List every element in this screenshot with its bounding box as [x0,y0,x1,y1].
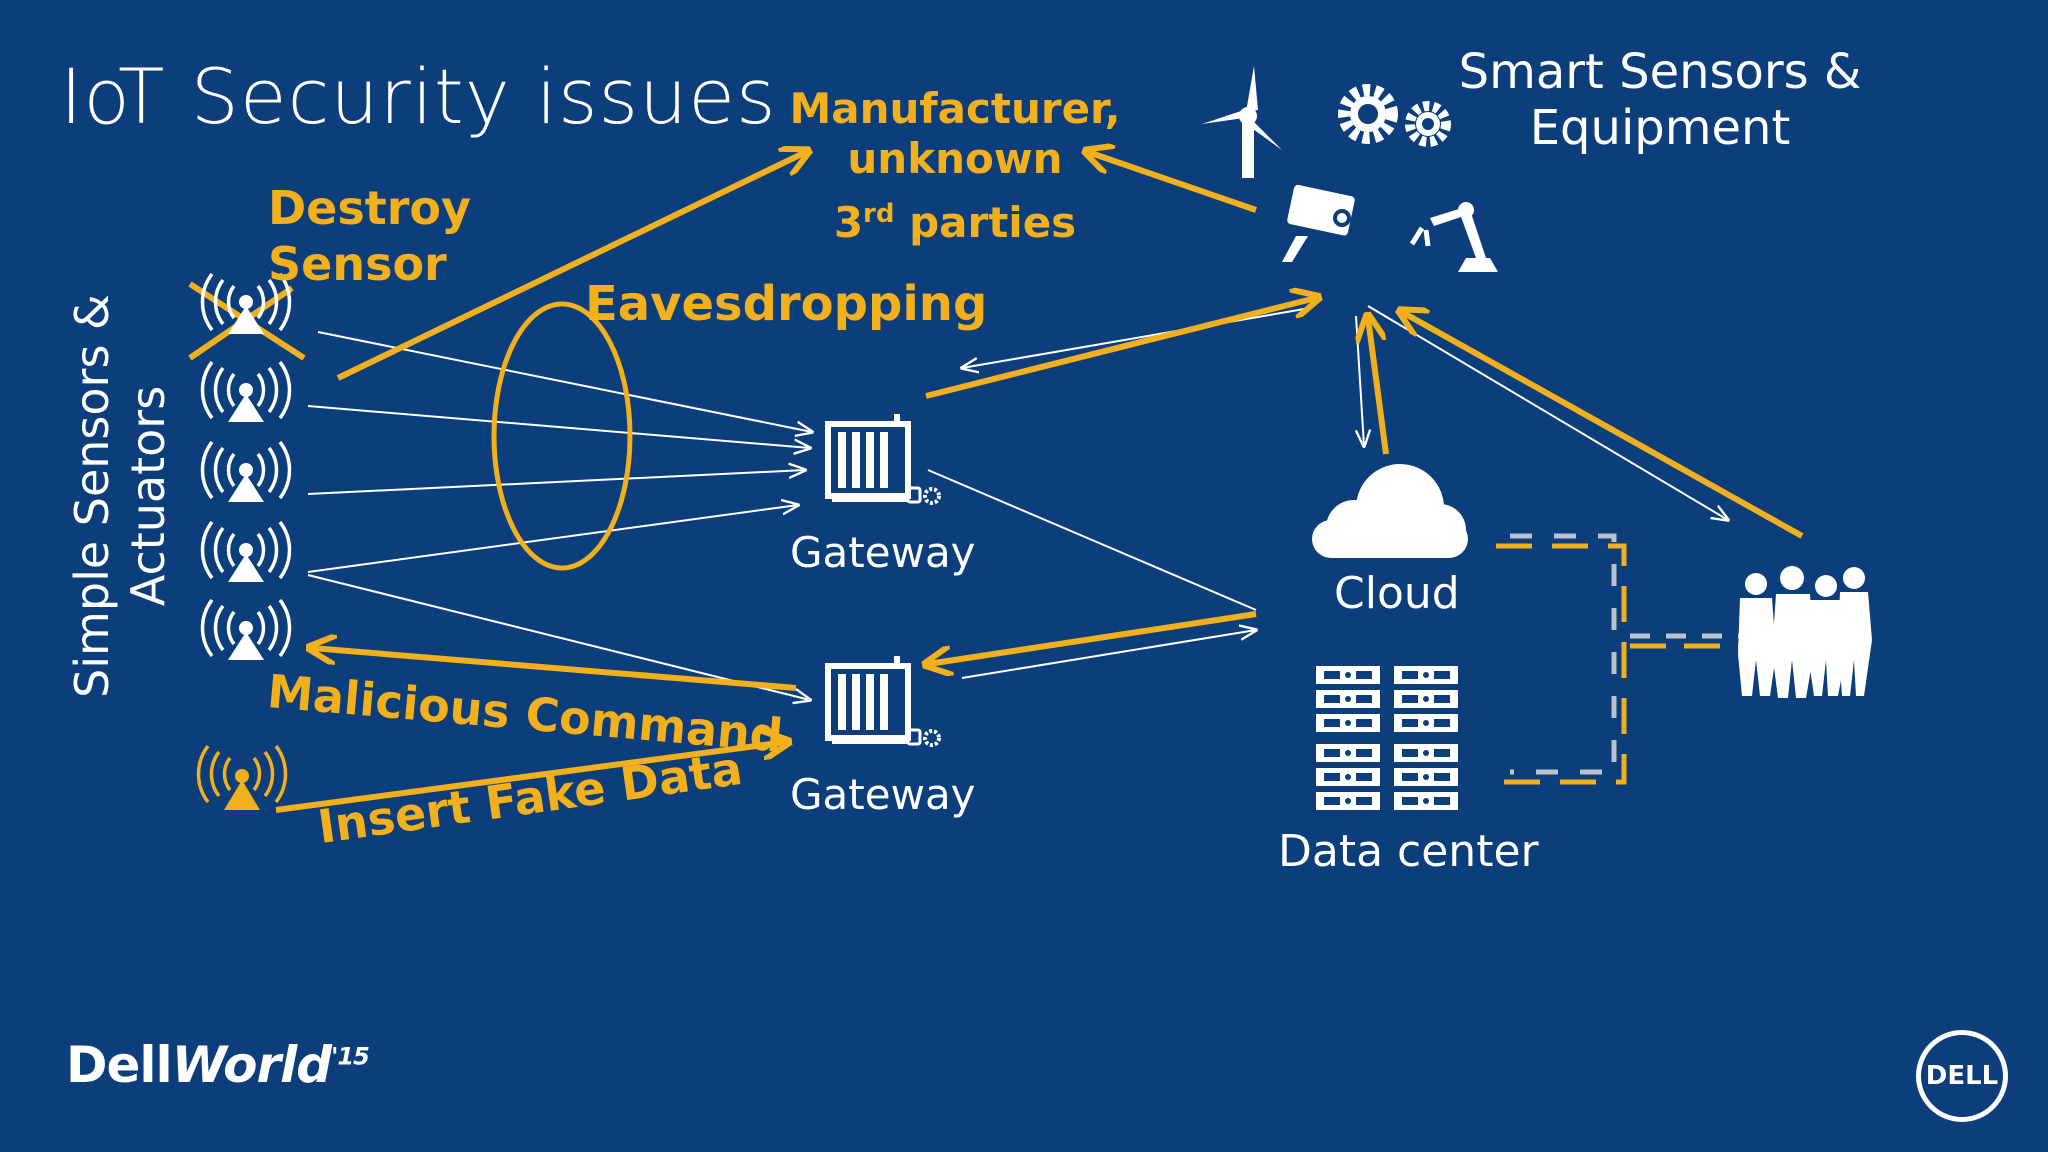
third-parties-threat-label: 3rd parties [780,198,1130,247]
gateway-label: Gateway [790,770,976,819]
cloud-icon [1312,464,1468,558]
dashed-connections [1496,533,1756,785]
gears-icon [1338,84,1451,147]
third-parties-suffix: parties [894,198,1077,247]
dellworld-logo-dell: Dell [66,1036,173,1094]
eavesdropping-ellipse [491,301,633,571]
simple-sensors-label: Simple Sensors & Actuators [65,294,175,698]
gateway-router-icon [828,656,939,745]
manufacturer-threat-label: Manufacturer, unknown [789,84,1121,183]
robot-arm-icon [1409,202,1498,272]
data-center-label: Data center [1278,826,1539,877]
dellworld-logo-world: World [171,1036,332,1094]
attack-arrows [188,152,1804,813]
eavesdropping-label: Eavesdropping [585,276,988,332]
server-rack-icon [1316,666,1458,810]
data-flow-lines [307,305,1728,700]
wind-turbine-icon [1202,66,1282,178]
smart-sensors-label: Smart Sensors & Equipment [1458,44,1862,156]
destroy-sensor-label: Destroy Sensor [268,181,472,291]
sensor-antenna-icon [200,272,292,662]
page-title: IoT Security issues [60,52,777,141]
third-parties-prefix: 3 [833,198,864,247]
third-parties-sup: rd [863,199,895,229]
gateway-router-icon [828,414,939,503]
fake-sensor-icon [196,744,288,810]
camera-icon [1282,184,1355,262]
cloud-label: Cloud [1334,568,1460,619]
gateway-label: Gateway [790,528,976,577]
dellworld-logo-year: '15 [331,1042,370,1071]
dellworld-logo: DellWorld'15 [66,1036,370,1094]
people-group-icon [1738,566,1872,698]
dell-logo: DELL [1916,1030,2008,1122]
